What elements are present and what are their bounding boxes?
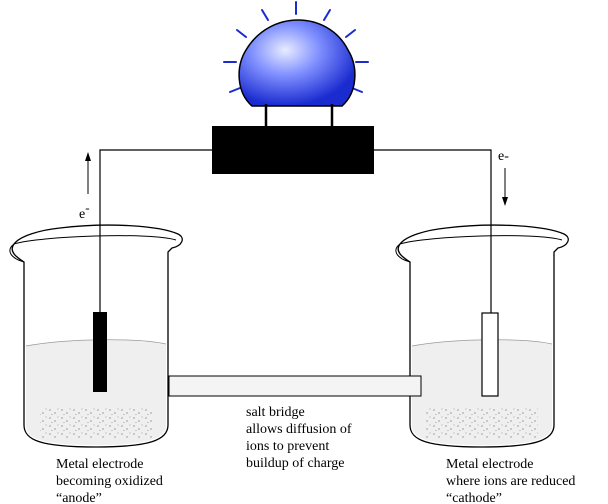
svg-text:“cathode”: “cathode”: [446, 491, 502, 504]
bulb-socket: [212, 126, 374, 174]
anode-sediment: [40, 408, 152, 438]
cathode-sediment: [426, 408, 538, 438]
light-rays: [223, 1, 369, 93]
svg-text:salt bridge: salt bridge: [246, 405, 305, 420]
electron-arrow-left: [85, 152, 91, 194]
circuit-wires: [99, 149, 492, 313]
svg-text:“anode”: “anode”: [56, 491, 102, 504]
bulb-leads: [264, 104, 334, 126]
anode-electrode: [93, 312, 107, 392]
anode-beaker: [9, 224, 183, 448]
anode-caption: Metal electrode becoming oxidized “anode…: [56, 457, 163, 504]
svg-text:buildup of charge: buildup of charge: [246, 456, 345, 471]
electron-label-right: e-: [498, 149, 509, 164]
cathode-glass: [397, 224, 569, 448]
light-bulb: [238, 19, 356, 107]
svg-text:Metal electrode: Metal electrode: [446, 457, 533, 472]
salt-bridge: [168, 375, 422, 397]
cathode-electrode: [481, 312, 499, 397]
svg-text:ions to prevent: ions to prevent: [246, 439, 329, 454]
anode-glass: [11, 224, 183, 448]
cathode-caption: Metal electrode where ions are reduced “…: [446, 457, 575, 504]
electron-arrow-right: [502, 168, 508, 206]
svg-text:where ions are reduced: where ions are reduced: [446, 474, 575, 489]
svg-text:Metal electrode: Metal electrode: [56, 457, 143, 472]
electron-label-left: e-: [79, 200, 90, 222]
salt-bridge-caption: salt bridge allows diffusion of ions to …: [246, 405, 352, 471]
svg-text:becoming oxidized: becoming oxidized: [56, 474, 163, 489]
svg-text:allows diffusion of: allows diffusion of: [246, 422, 352, 437]
